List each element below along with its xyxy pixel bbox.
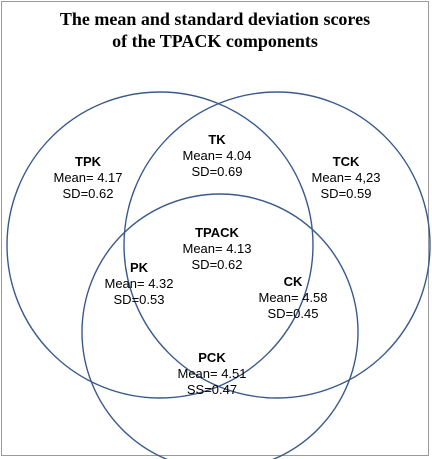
region-ck-mean: Mean= 4.58 (258, 290, 328, 305)
region-tpack-sd: SD=0.62 (191, 257, 243, 272)
region-tpack-name: TPACK (195, 225, 239, 240)
region-tk-sd: SD=0.69 (191, 164, 243, 179)
region-tck-name: TCK (332, 154, 360, 169)
region-tpk: TPK Mean= 4.17 SD=0.62 (48, 154, 128, 202)
region-pck-mean: Mean= 4.51 (177, 366, 247, 381)
region-ck-name: CK (283, 274, 303, 289)
region-tk-name: TK (208, 132, 226, 147)
region-tck: TCK Mean= 4,23 SD=0.59 (306, 154, 386, 202)
region-tk: TK Mean= 4.04 SD=0.69 (177, 132, 257, 180)
diagram-title-line-1: The mean and standard deviation scores (59, 9, 371, 29)
region-tpack: TPACK Mean= 4.13 SD=0.62 (177, 225, 257, 273)
region-tck-mean: Mean= 4,23 (311, 170, 381, 185)
region-pk-sd: SD=0.53 (113, 292, 165, 307)
region-tpk-name: TPK (75, 154, 101, 169)
diagram-title-line-2: of the TPACK components (112, 31, 318, 51)
region-tpack-mean: Mean= 4.13 (182, 241, 252, 256)
region-pk-name: PK (129, 260, 149, 275)
region-pck-name: PCK (198, 350, 226, 365)
region-pck-sd: SS=0.47 (186, 382, 238, 397)
venn-circle-bottom (81, 193, 359, 459)
region-tpk-mean: Mean= 4.17 (53, 170, 123, 185)
region-ck-sd: SD=0.45 (267, 306, 319, 321)
venn-circle-right (123, 91, 431, 399)
venn-circle-left (6, 91, 314, 399)
region-pck: PCK Mean= 4.51 SS=0.47 (172, 350, 252, 398)
region-pk: PK Mean= 4.32 SD=0.53 (99, 260, 179, 308)
region-tpk-sd: SD=0.62 (62, 186, 114, 201)
region-tk-mean: Mean= 4.04 (182, 148, 252, 163)
region-tck-sd: SD=0.59 (320, 186, 372, 201)
region-ck: CK Mean= 4.58 SD=0.45 (253, 274, 333, 322)
region-pk-mean: Mean= 4.32 (104, 276, 174, 291)
